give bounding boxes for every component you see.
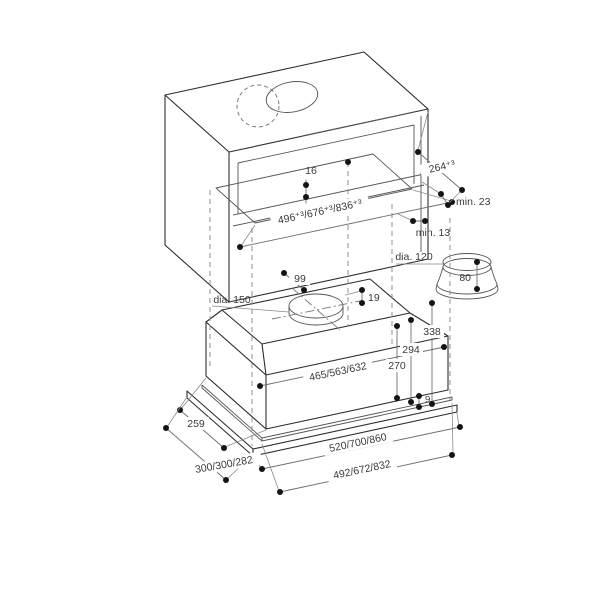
duct-collar-rim — [288, 306, 344, 326]
dim-height-mid — [408, 317, 414, 405]
dim-reducer-height — [474, 259, 480, 292]
collar-center-marks — [271, 287, 361, 331]
dim-body-depth-label: 259 — [187, 418, 205, 430]
hood-base-lip — [201, 384, 453, 442]
dim-frame-thickness-label: 9 — [425, 395, 430, 406]
dim-duct-offset-label-group: 99 — [289, 273, 310, 285]
dim-frame-width-label: 520/700/860 — [328, 431, 388, 455]
dim-height-total — [429, 300, 435, 407]
duct-hole-alt-dashed — [236, 84, 280, 128]
dimensions — [163, 111, 480, 495]
duct-reducer — [435, 253, 499, 300]
dim-height-body-label-group: 270 — [386, 359, 409, 372]
dim-clearance-front — [397, 213, 428, 224]
dim-duct-diameter-leader — [211, 305, 290, 313]
dim-inner-frame-width-label: 492/672/832 — [332, 458, 392, 482]
dim-overall-depth-label: 300/300/282 — [194, 454, 254, 476]
dim-niche-depth — [415, 111, 465, 205]
dim-duct-offset-label: 99 — [294, 273, 306, 285]
reducer-top-rim — [442, 253, 492, 271]
dim-cutout-width-label-group: 496⁺³/676⁺³/836⁺³ — [269, 194, 371, 229]
reducer-body — [435, 266, 499, 300]
duct-hole — [265, 81, 319, 113]
dim-collar-height-label: 19 — [368, 292, 380, 304]
projection-dashed-verticals — [209, 162, 451, 446]
dim-frame-thickness — [416, 393, 422, 410]
dim-height-mid-label-group: 294 — [400, 343, 423, 356]
dim-panel-thickness — [303, 179, 309, 204]
upper-cabinet — [164, 51, 429, 303]
dim-height-mid-label: 294 — [402, 344, 420, 356]
cabinet-body-edges — [164, 94, 429, 303]
dim-collar-height — [344, 287, 365, 306]
dim-body-width-label-group: 465/563/632 — [302, 357, 374, 386]
cabinet-top-face — [164, 51, 429, 153]
dim-overall-depth-label-group: 300/300/282 — [187, 451, 263, 478]
dim-reducer-diameter-label: dia. 120 — [395, 251, 433, 263]
dim-height-body-label: 270 — [388, 360, 406, 372]
dim-duct-diameter-label: dia. 150 — [213, 294, 251, 306]
dim-body-depth-label-group: 259 — [184, 417, 209, 430]
dim-body-depth — [177, 377, 267, 451]
hood-body — [186, 278, 458, 457]
dim-inner-frame-width-label-group: 492/672/832 — [326, 455, 398, 484]
dim-niche-depth-label-group: 264⁺³ — [418, 155, 465, 178]
dim-height-total-label: 338 — [423, 326, 441, 338]
dim-niche-depth-label: 264⁺³ — [428, 158, 457, 176]
hood-base-frame — [186, 390, 458, 457]
hood-box — [205, 321, 449, 430]
dim-panel-thickness-label: 16 — [305, 165, 317, 177]
dimension-labels: 16 496⁺³/676⁺³/836⁺³ 264⁺³ min. 23 min. … — [184, 155, 491, 484]
dim-height-total-label-group: 338 — [421, 325, 444, 338]
hood-chamfer-top — [205, 278, 449, 376]
dim-clearance-back — [421, 181, 451, 208]
dim-inner-frame-width — [261, 402, 455, 495]
dim-clearance-back-label: min. 23 — [456, 196, 491, 208]
dim-clearance-front-label: min. 13 — [416, 227, 451, 239]
dim-cutout-width-label: 496⁺³/676⁺³/836⁺³ — [277, 197, 364, 227]
dim-reducer-height-label: 80 — [459, 272, 471, 284]
projection-dot — [345, 159, 351, 165]
projection-lines — [209, 159, 451, 446]
cabinet-shelf-edges — [232, 173, 425, 227]
cabinet-inner-edges — [237, 111, 422, 252]
